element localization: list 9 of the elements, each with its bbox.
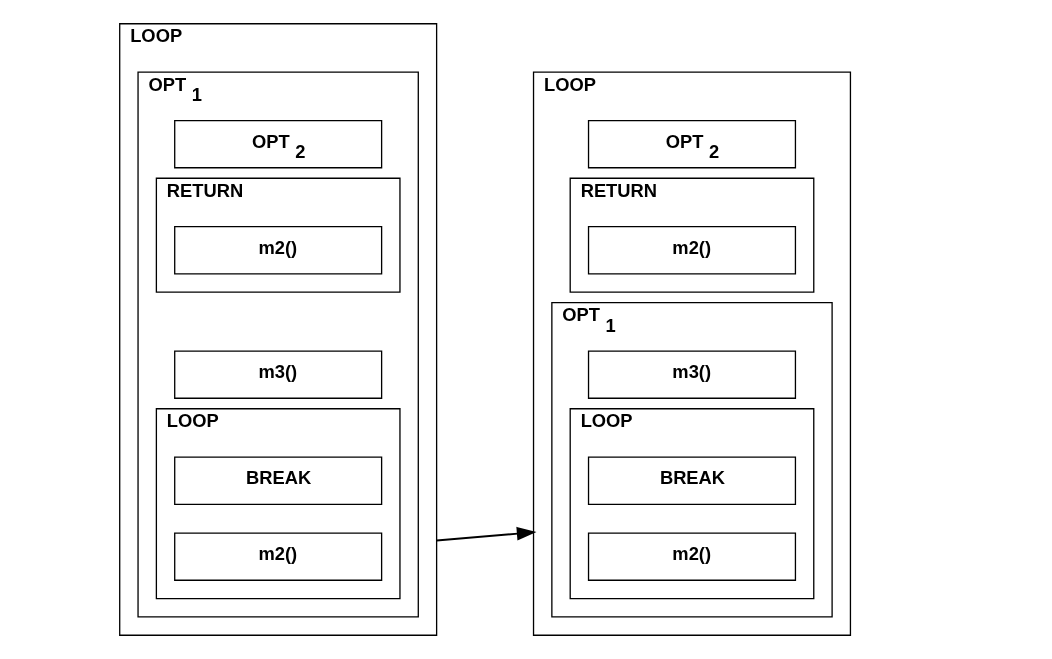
node-box: m2() xyxy=(587,532,797,581)
node-box: m3() xyxy=(587,350,797,399)
node-box: m2() xyxy=(174,226,383,275)
node-box: m2() xyxy=(174,532,383,581)
node-box: m2() xyxy=(587,226,797,275)
node-box: m3() xyxy=(174,350,383,399)
node-box: BREAK xyxy=(587,456,797,505)
node-box: BREAK xyxy=(174,456,383,505)
arrow xyxy=(435,526,537,542)
